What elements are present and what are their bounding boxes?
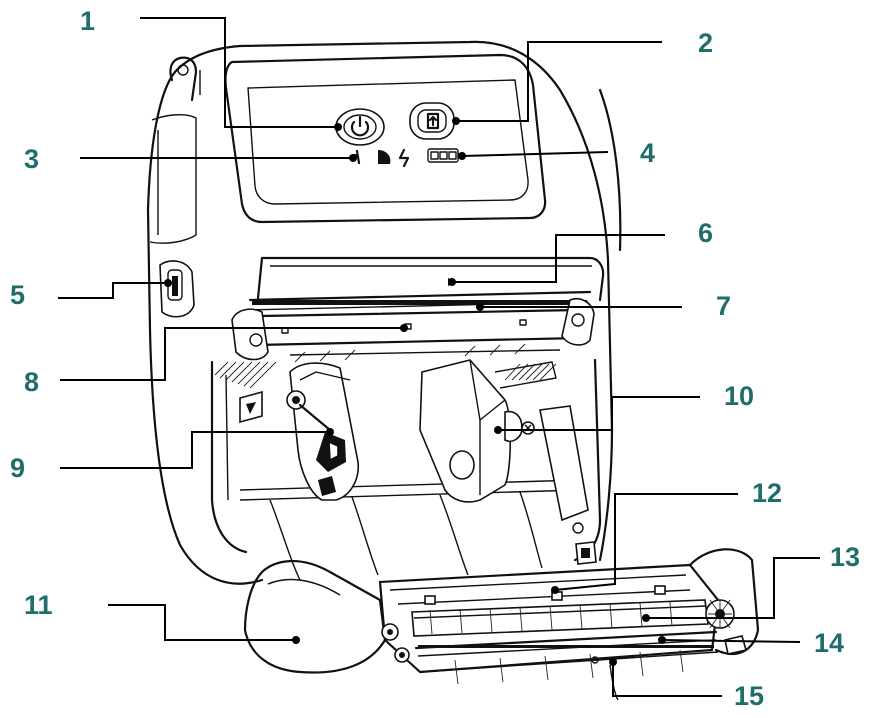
callout-8: 8 — [24, 367, 40, 397]
right-media-holder — [419, 359, 557, 503]
left-media-holder — [286, 362, 360, 501]
callout-3: 3 — [24, 144, 40, 174]
callout-4: 4 — [640, 138, 656, 168]
platen-roller — [411, 599, 735, 637]
callout-6: 6 — [698, 218, 714, 248]
callout-5: 5 — [10, 280, 26, 310]
callout-12: 12 — [752, 478, 783, 508]
hatch-left — [214, 361, 277, 389]
print-head-area — [231, 256, 605, 363]
hatch-right — [504, 363, 557, 381]
media-cover — [243, 548, 760, 701]
callout-11: 11 — [24, 590, 53, 620]
callout-13: 13 — [830, 542, 861, 572]
callout-2: 2 — [698, 28, 714, 58]
media-cavity — [210, 358, 602, 581]
callout-10: 10 — [724, 381, 755, 411]
callout-1: 1 — [80, 6, 96, 36]
callout-9: 9 — [10, 453, 26, 483]
leader-lines — [58, 17, 820, 697]
callout-7: 7 — [716, 291, 732, 321]
side-latch — [159, 260, 195, 318]
control-panel — [224, 53, 547, 224]
feed-button — [409, 102, 455, 140]
callout-14: 14 — [814, 628, 845, 658]
printer-body — [146, 40, 622, 585]
power-button — [335, 108, 385, 146]
callout-15: 15 — [734, 681, 765, 711]
battery-icon — [427, 148, 461, 163]
status-indicator-icons — [353, 148, 410, 168]
